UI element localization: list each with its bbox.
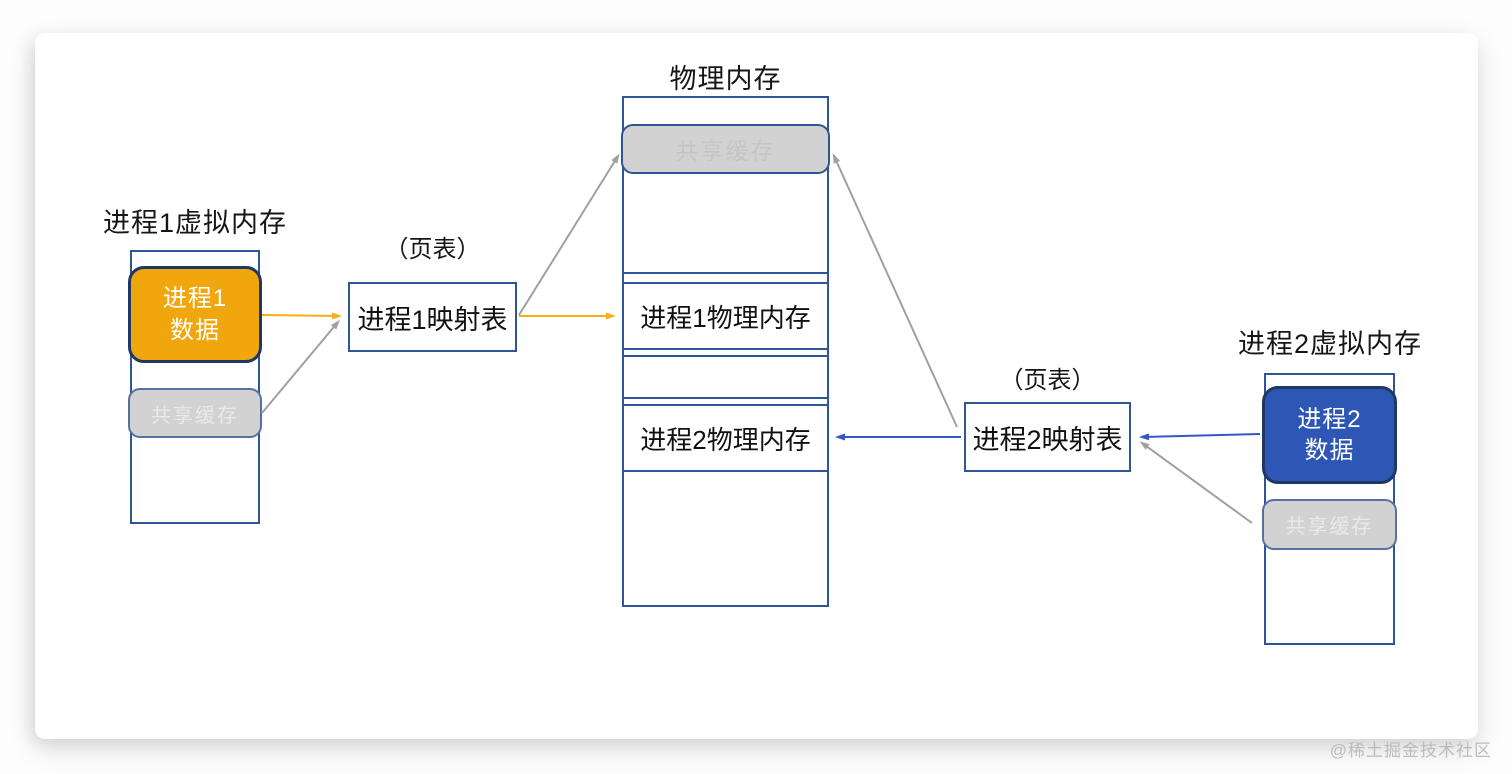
process1-data-block: 进程1 数据 xyxy=(128,266,262,363)
divider-line xyxy=(622,355,829,357)
process1-physical-memory-section: 进程1物理内存 xyxy=(622,282,829,350)
process2-data-line2: 数据 xyxy=(1304,437,1355,464)
process1-data-line2: 数据 xyxy=(170,316,220,344)
process1-shared-cache-block: 共享缓存 xyxy=(128,388,262,438)
physical-memory-title: 物理内存 xyxy=(669,64,782,94)
process2-data-block: 进程2 数据 xyxy=(1262,386,1397,484)
divider-line xyxy=(622,397,829,399)
process2-vm-title: 进程2虚拟内存 xyxy=(1237,329,1423,359)
page-table-2-caption: （页表） xyxy=(999,367,1096,394)
process1-map-table-box: 进程1映射表 xyxy=(348,282,517,352)
process1-data-line1: 进程1 xyxy=(162,285,228,313)
process2-shared-cache-block: 共享缓存 xyxy=(1262,499,1397,550)
process2-physical-memory-section: 进程2物理内存 xyxy=(622,404,829,472)
physical-memory-box xyxy=(622,96,829,607)
physical-shared-cache-block: 共享缓存 xyxy=(621,124,830,174)
page-table-1-caption: （页表） xyxy=(384,236,481,263)
process2-data-line1: 进程2 xyxy=(1297,405,1362,433)
divider-line xyxy=(622,272,829,274)
process2-map-table-box: 进程2映射表 xyxy=(964,402,1131,472)
process1-vm-title: 进程1虚拟内存 xyxy=(102,208,288,238)
watermark-text: @稀土掘金技术社区 xyxy=(1329,741,1492,760)
